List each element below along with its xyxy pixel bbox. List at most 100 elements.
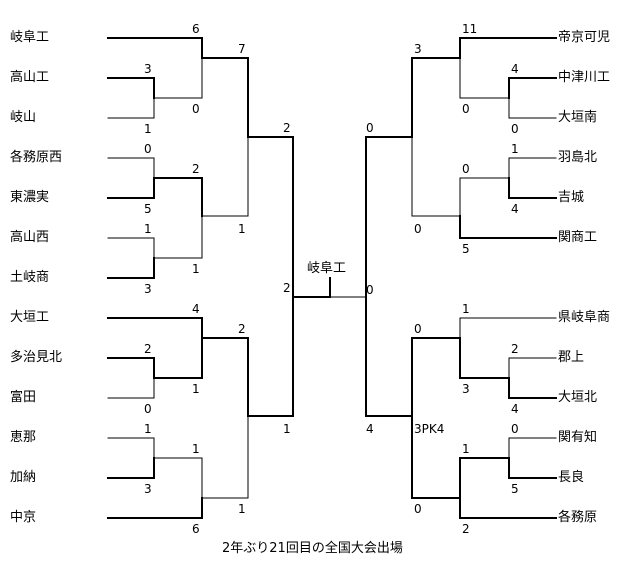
line-chukyo-r2 [201, 415, 249, 499]
team-right-7: 郡上 [558, 350, 585, 365]
team-left-1: 高山工 [10, 70, 50, 85]
score: 1 [462, 442, 470, 456]
score: 4 [511, 402, 519, 416]
line-tajimikita-r1 [107, 357, 155, 379]
line-ogaki-r3 [247, 296, 294, 417]
score: 2 [283, 121, 291, 135]
score: 0 [462, 102, 470, 116]
line-chukyo-r1 [107, 497, 203, 519]
line-ogakiminami-r1 [508, 97, 557, 119]
line-left-final [292, 277, 331, 298]
line-kakamigaharanishi-r1 [107, 157, 155, 179]
team-left-2: 岐山 [10, 110, 37, 125]
team-left-10: 恵那 [10, 430, 37, 445]
score: 3 [414, 42, 422, 56]
line-kizan-r1 [107, 97, 155, 119]
line-takayamako-r1 [107, 77, 155, 99]
team-right-2: 大垣南 [558, 110, 598, 125]
score: 1 [144, 422, 152, 436]
line-teikyo-r1 [459, 37, 557, 59]
line-sekishoko-r2 [411, 136, 461, 217]
line-ogakiko-r2 [201, 337, 249, 417]
line-tokisho-r2 [153, 215, 203, 259]
score: 5 [462, 242, 470, 256]
caption: 2年ぶり21回目の全国大会出場 [222, 541, 403, 556]
score: 0 [511, 122, 519, 136]
score: 3 [144, 62, 152, 76]
team-left-0: 岐阜工 [10, 30, 50, 45]
score: 1 [462, 302, 470, 316]
score: 0 [414, 322, 422, 336]
score: 2 [511, 342, 519, 356]
team-right-1: 中津川工 [558, 70, 611, 85]
team-left-4: 東濃実 [10, 190, 50, 205]
score: 0 [144, 402, 152, 416]
line-ena-r1 [107, 437, 155, 459]
line-gifuko-r1 [107, 37, 203, 59]
line-tonojitsu-r2 [153, 177, 203, 217]
champion-label: 岐阜工 [307, 261, 347, 276]
score: 2 [144, 342, 152, 356]
score: 2 [462, 522, 470, 536]
team-left-3: 各務原西 [10, 150, 63, 165]
score: 1 [192, 382, 200, 396]
score: 11 [462, 22, 478, 36]
pk-note: 3PK4 [414, 422, 445, 436]
line-nagara-r3 [411, 415, 461, 499]
score: 1 [511, 142, 519, 156]
score: 4 [511, 62, 519, 76]
line-yoshiki-r1 [508, 177, 557, 199]
line-nagara-r2 [459, 457, 510, 499]
team-left-7: 大垣工 [10, 310, 50, 325]
line-teikyo-r2 [411, 57, 461, 138]
team-left-8: 多治見北 [10, 350, 63, 365]
line-nakatsugawako-r1 [508, 77, 557, 99]
line-nakatsugawako-r2 [459, 57, 510, 99]
team-right-6: 県岐阜商 [558, 310, 611, 325]
score: 1 [192, 442, 200, 456]
score: 0 [462, 162, 470, 176]
score: 2 [238, 322, 246, 336]
score: 0 [414, 502, 422, 516]
line-tonojitsu-r3 [201, 136, 249, 217]
score: 1 [144, 122, 152, 136]
team-right-3: 羽島北 [558, 150, 598, 165]
score: 7 [238, 42, 246, 56]
score: 1 [238, 222, 246, 236]
score: 6 [192, 22, 200, 36]
score: 0 [192, 102, 200, 116]
line-takayamanishi-r1 [107, 237, 155, 259]
line-gifuko-r3 [247, 136, 294, 298]
line-kano-r1 [107, 457, 155, 479]
line-ogakikita-r2 [459, 337, 510, 379]
team-right-4: 吉城 [558, 190, 585, 205]
team-right-8: 大垣北 [558, 390, 598, 405]
score: 0 [414, 222, 422, 236]
score: 6 [192, 522, 200, 536]
score: 0 [366, 283, 374, 297]
line-tonojitsu-r1 [107, 177, 155, 199]
line-takayamako-r2 [153, 57, 203, 99]
score: 0 [511, 422, 519, 436]
team-right-11: 各務原 [558, 510, 598, 525]
score: 3 [462, 382, 470, 396]
line-ogakikita-r3 [411, 337, 461, 417]
team-right-10: 長良 [558, 470, 585, 485]
score: 1 [283, 422, 291, 436]
score: 3 [144, 282, 152, 296]
score: 2 [283, 281, 291, 295]
line-teikyo-r3 [365, 136, 413, 298]
team-right-5: 関商工 [558, 230, 598, 245]
score: 0 [366, 121, 374, 135]
line-ogakiko-r1 [107, 317, 203, 339]
line-kano-r2 [153, 457, 203, 499]
team-left-9: 富田 [10, 390, 37, 405]
line-nagara-r1 [508, 457, 557, 479]
line-hashimakita-r1 [508, 157, 557, 179]
line-tokisho-r1 [107, 257, 155, 279]
score: 4 [192, 302, 200, 316]
line-right-semi [365, 296, 413, 417]
line-yoshiki-r2 [459, 177, 510, 217]
line-kakamigahara-r1 [459, 497, 557, 519]
